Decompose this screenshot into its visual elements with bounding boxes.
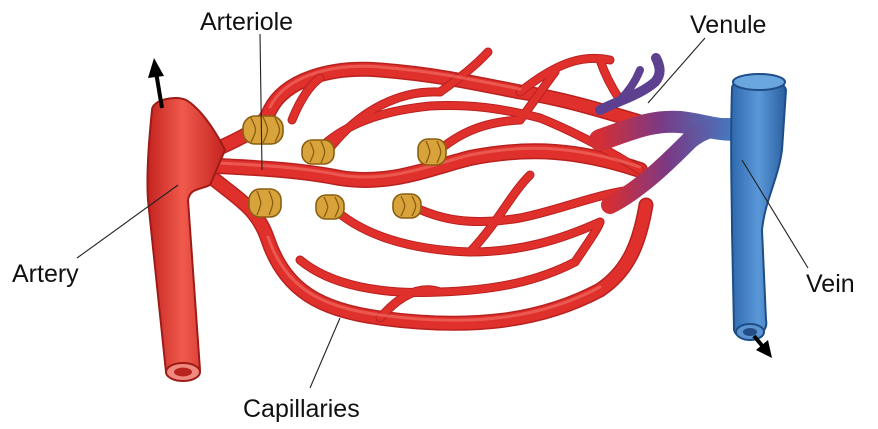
artery-label: Artery xyxy=(12,260,79,288)
sphincter xyxy=(393,194,421,218)
venule-label: Venule xyxy=(690,11,766,39)
venule xyxy=(600,58,740,205)
vein-label: Vein xyxy=(806,270,855,298)
arteriole-label: Arteriole xyxy=(200,8,293,36)
capillaries-label: Capillaries xyxy=(243,395,360,423)
capillaries-callout-line xyxy=(310,318,340,388)
artery-flow-arrow xyxy=(148,58,164,108)
vein xyxy=(731,74,786,340)
vein-top-end xyxy=(733,74,785,90)
vein-flow-arrow xyxy=(754,336,772,358)
sphincter xyxy=(249,189,281,217)
arteriole-callout-line xyxy=(260,34,262,170)
artery xyxy=(147,98,225,381)
sphincter xyxy=(243,116,283,144)
sphincter xyxy=(316,195,344,219)
sphincter xyxy=(418,139,446,165)
sphincter xyxy=(302,140,334,164)
capillary-network xyxy=(200,52,646,323)
